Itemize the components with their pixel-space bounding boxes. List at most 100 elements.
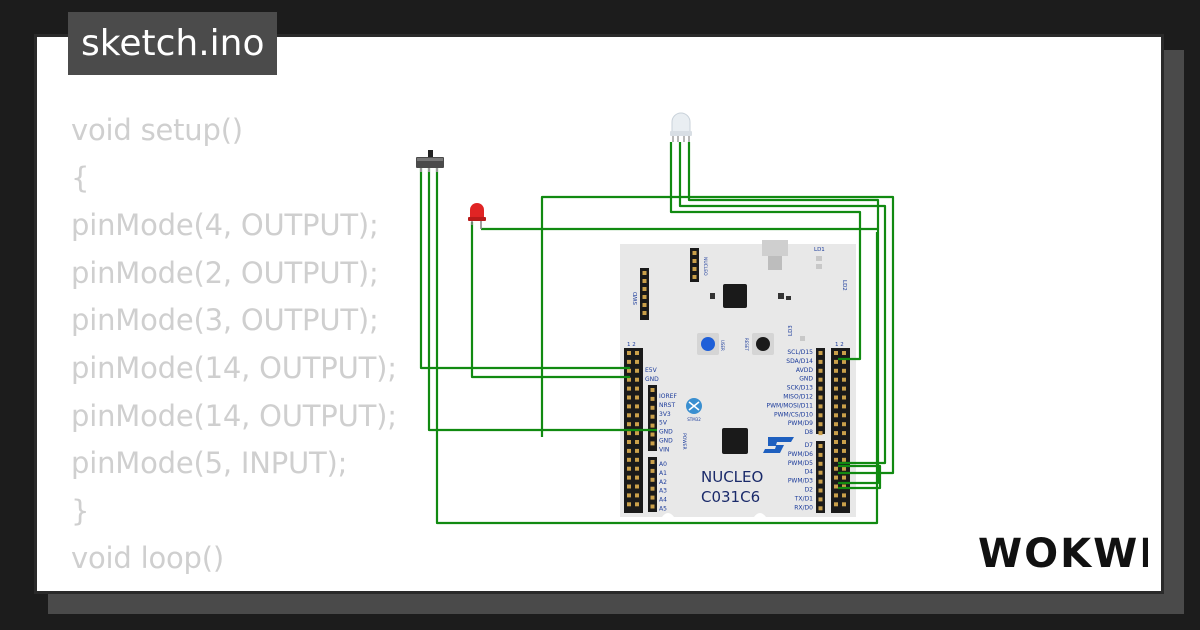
header-pin[interactable]	[635, 440, 639, 444]
header-pin[interactable]	[834, 368, 838, 373]
header-pin[interactable]	[842, 368, 846, 373]
header-pin[interactable]	[834, 377, 838, 382]
header-pin[interactable]	[818, 422, 823, 427]
header-pin[interactable]	[627, 448, 631, 453]
header-pin[interactable]	[650, 432, 655, 437]
header-pin[interactable]	[627, 502, 631, 507]
header-pin[interactable]	[650, 460, 655, 464]
header-pin[interactable]	[842, 484, 846, 489]
header-pin[interactable]	[842, 386, 846, 391]
red-led[interactable]	[468, 203, 486, 229]
header-pin[interactable]	[650, 504, 655, 509]
header-pin[interactable]	[834, 502, 838, 507]
header-pin[interactable]	[818, 386, 823, 391]
header-pin[interactable]	[635, 422, 639, 427]
header-pin[interactable]	[635, 475, 639, 480]
header-pin[interactable]	[842, 404, 846, 409]
header-pin[interactable]	[842, 413, 846, 418]
header-pin[interactable]	[842, 475, 846, 480]
header-pin[interactable]	[650, 423, 655, 428]
header-pin[interactable]	[842, 377, 846, 382]
header-pin[interactable]	[834, 457, 838, 462]
header-pin[interactable]	[635, 395, 639, 400]
header-pin[interactable]	[834, 431, 838, 436]
file-tab[interactable]: sketch.ino	[68, 12, 278, 75]
header-pin[interactable]	[842, 466, 846, 471]
header-pin[interactable]	[834, 493, 838, 498]
header-pin[interactable]	[834, 386, 838, 391]
header-pin[interactable]	[834, 395, 838, 400]
header-pin[interactable]	[818, 377, 823, 382]
header-pin[interactable]	[842, 395, 846, 400]
header-pin[interactable]	[818, 470, 823, 475]
header-pin[interactable]	[627, 466, 631, 471]
header-pin[interactable]	[627, 386, 631, 391]
header-pin[interactable]	[627, 440, 631, 444]
header-pin[interactable]	[635, 493, 639, 498]
header-pin[interactable]	[635, 386, 639, 391]
header-pin[interactable]	[834, 359, 838, 364]
header-pin[interactable]	[818, 368, 823, 373]
header-pin[interactable]	[635, 377, 639, 382]
header-pin[interactable]	[650, 405, 655, 410]
header-pin[interactable]	[842, 457, 846, 462]
header-pin[interactable]	[842, 351, 846, 355]
header-pin[interactable]	[818, 351, 823, 355]
header-pin[interactable]	[635, 368, 639, 373]
header-pin[interactable]	[818, 488, 823, 493]
header-pin[interactable]	[834, 484, 838, 489]
rgb-led[interactable]	[670, 112, 692, 142]
header-pin[interactable]	[635, 359, 639, 364]
header-pin[interactable]	[818, 497, 823, 502]
header-pin[interactable]	[650, 441, 655, 446]
header-pin[interactable]	[818, 413, 823, 418]
header-pin[interactable]	[818, 359, 823, 364]
header-pin[interactable]	[635, 351, 639, 355]
header-pin[interactable]	[627, 404, 631, 409]
header-pin[interactable]	[834, 422, 838, 427]
header-pin[interactable]	[635, 457, 639, 462]
header-pin[interactable]	[842, 440, 846, 444]
header-pin[interactable]	[650, 396, 655, 401]
header-pin[interactable]	[818, 431, 823, 436]
header-pin[interactable]	[834, 448, 838, 453]
header-pin[interactable]	[627, 493, 631, 498]
header-pin[interactable]	[834, 351, 838, 355]
header-pin[interactable]	[650, 495, 655, 500]
header-pin[interactable]	[834, 413, 838, 418]
header-pin[interactable]	[842, 493, 846, 498]
header-pin[interactable]	[834, 440, 838, 444]
header-pin[interactable]	[650, 486, 655, 491]
header-pin[interactable]	[627, 351, 631, 355]
header-pin[interactable]	[818, 395, 823, 400]
header-pin[interactable]	[818, 461, 823, 466]
header-pin[interactable]	[627, 431, 631, 436]
header-pin[interactable]	[627, 422, 631, 427]
header-pin[interactable]	[842, 502, 846, 507]
header-pin[interactable]	[635, 404, 639, 409]
header-pin[interactable]	[627, 484, 631, 489]
header-pin[interactable]	[842, 359, 846, 364]
header-pin[interactable]	[650, 468, 655, 473]
header-pin[interactable]	[627, 457, 631, 462]
header-pin[interactable]	[627, 359, 631, 364]
header-pin[interactable]	[818, 404, 823, 409]
header-pin[interactable]	[842, 431, 846, 436]
header-pin[interactable]	[818, 444, 823, 448]
header-pin[interactable]	[650, 477, 655, 482]
slide-switch[interactable]	[416, 150, 444, 172]
header-pin[interactable]	[635, 484, 639, 489]
header-pin[interactable]	[627, 413, 631, 418]
nucleo-board[interactable]: LD1 LD2 LD3 SWD NUCLEO USER RESET	[620, 240, 856, 517]
header-pin[interactable]	[834, 404, 838, 409]
header-pin[interactable]	[627, 475, 631, 480]
header-pin[interactable]	[818, 506, 823, 511]
header-pin[interactable]	[635, 502, 639, 507]
header-pin[interactable]	[818, 452, 823, 457]
header-pin[interactable]	[650, 388, 655, 392]
header-pin[interactable]	[834, 466, 838, 471]
header-pin[interactable]	[842, 448, 846, 453]
header-pin[interactable]	[650, 414, 655, 419]
header-pin[interactable]	[627, 377, 631, 382]
header-pin[interactable]	[635, 413, 639, 418]
